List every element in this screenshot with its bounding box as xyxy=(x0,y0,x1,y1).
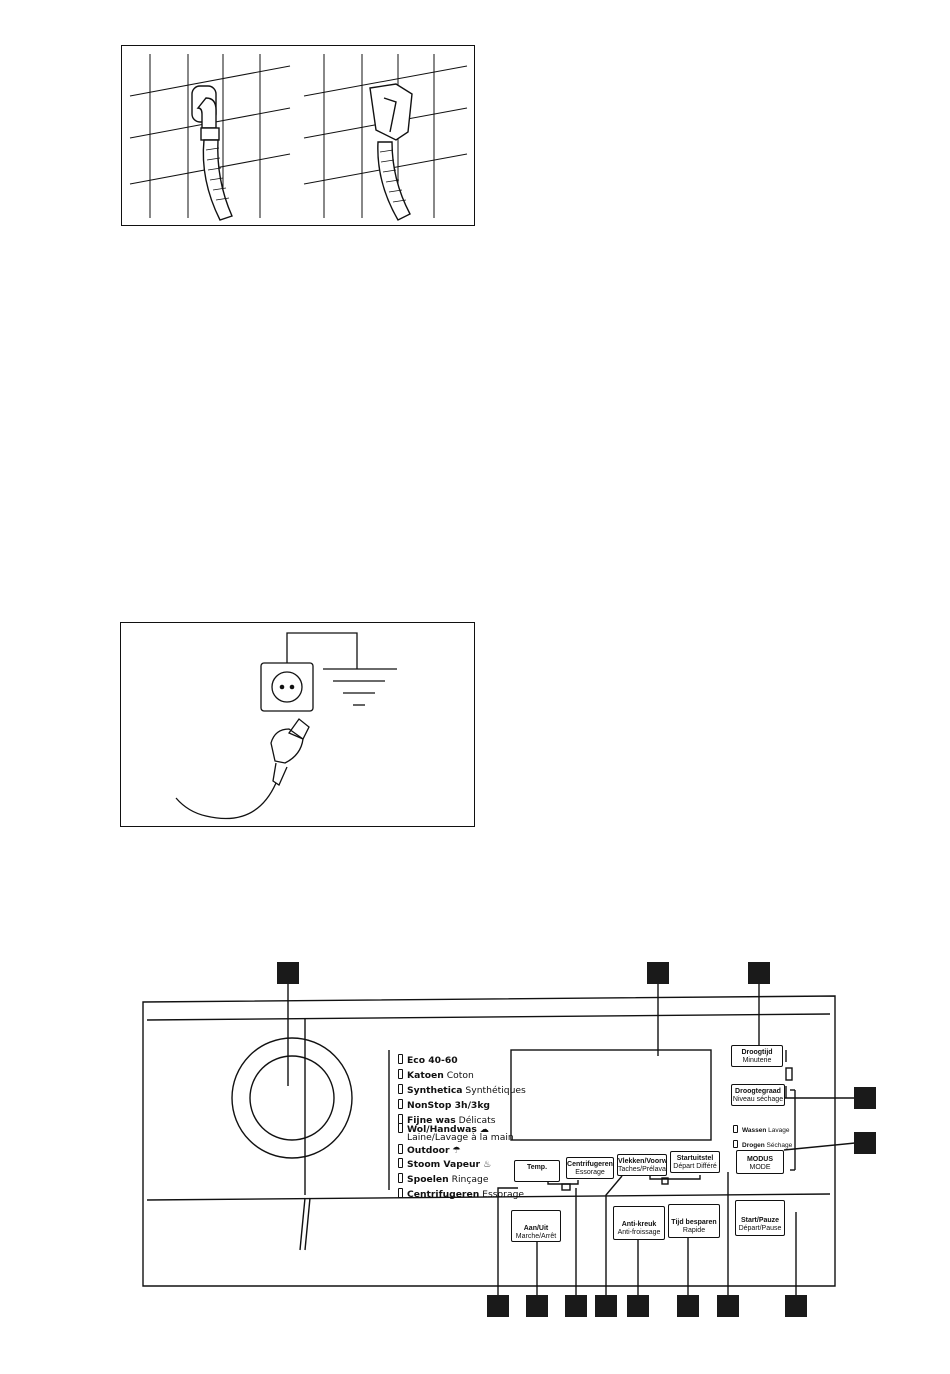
figure-drain-hose xyxy=(121,45,475,226)
stain-prewash-button[interactable]: Vlekken/VoorwasTaches/Prélavage xyxy=(617,1154,667,1176)
callout-marker xyxy=(647,962,669,984)
wool-icon: ☁ xyxy=(479,1124,489,1135)
callout-marker xyxy=(717,1295,739,1317)
callout-marker xyxy=(627,1295,649,1317)
drain-hose-illustration xyxy=(129,54,468,221)
programme-item[interactable]: Centrifugeren Essorage xyxy=(398,1188,524,1200)
callout-marker xyxy=(526,1295,548,1317)
callout-marker xyxy=(277,962,299,984)
programme-item[interactable]: Outdoor ☂ xyxy=(398,1144,461,1156)
callout-marker xyxy=(565,1295,587,1317)
callout-marker xyxy=(785,1295,807,1317)
mode-state-wash: Wassen Lavage xyxy=(733,1125,789,1136)
temp-button[interactable]: Temp. xyxy=(514,1160,560,1182)
programme-item[interactable]: Stoom Vapeur ♨ xyxy=(398,1158,491,1170)
mode-state-dry: Drogen Séchage xyxy=(733,1140,792,1151)
figure-control-panel: Eco 40-60 Katoen Coton Synthetica Synthé… xyxy=(0,950,950,1330)
programme-item[interactable]: Synthetica Synthétiques xyxy=(398,1084,526,1096)
programme-item[interactable]: Eco 40-60 xyxy=(398,1054,458,1066)
callout-marker xyxy=(854,1132,876,1154)
programme-item[interactable]: Wol/Handwas ☁ xyxy=(398,1123,489,1135)
callout-marker xyxy=(854,1087,876,1109)
programme-item-subline: Laine/Lavage à la main xyxy=(407,1132,514,1143)
callout-marker xyxy=(487,1295,509,1317)
steam-icon: ♨ xyxy=(483,1159,492,1170)
figure-earthed-socket xyxy=(120,622,475,827)
programme-item[interactable]: NonStop 3h/3kg xyxy=(398,1099,490,1111)
callout-marker xyxy=(677,1295,699,1317)
callout-marker xyxy=(595,1295,617,1317)
outdoor-icon: ☂ xyxy=(452,1145,461,1156)
programme-item[interactable]: Katoen Coton xyxy=(398,1069,474,1081)
programme-item[interactable]: Spoelen Rinçage xyxy=(398,1173,489,1185)
socket-plug-illustration xyxy=(175,632,397,820)
control-panel-outline xyxy=(142,980,856,1295)
callout-marker xyxy=(748,962,770,984)
